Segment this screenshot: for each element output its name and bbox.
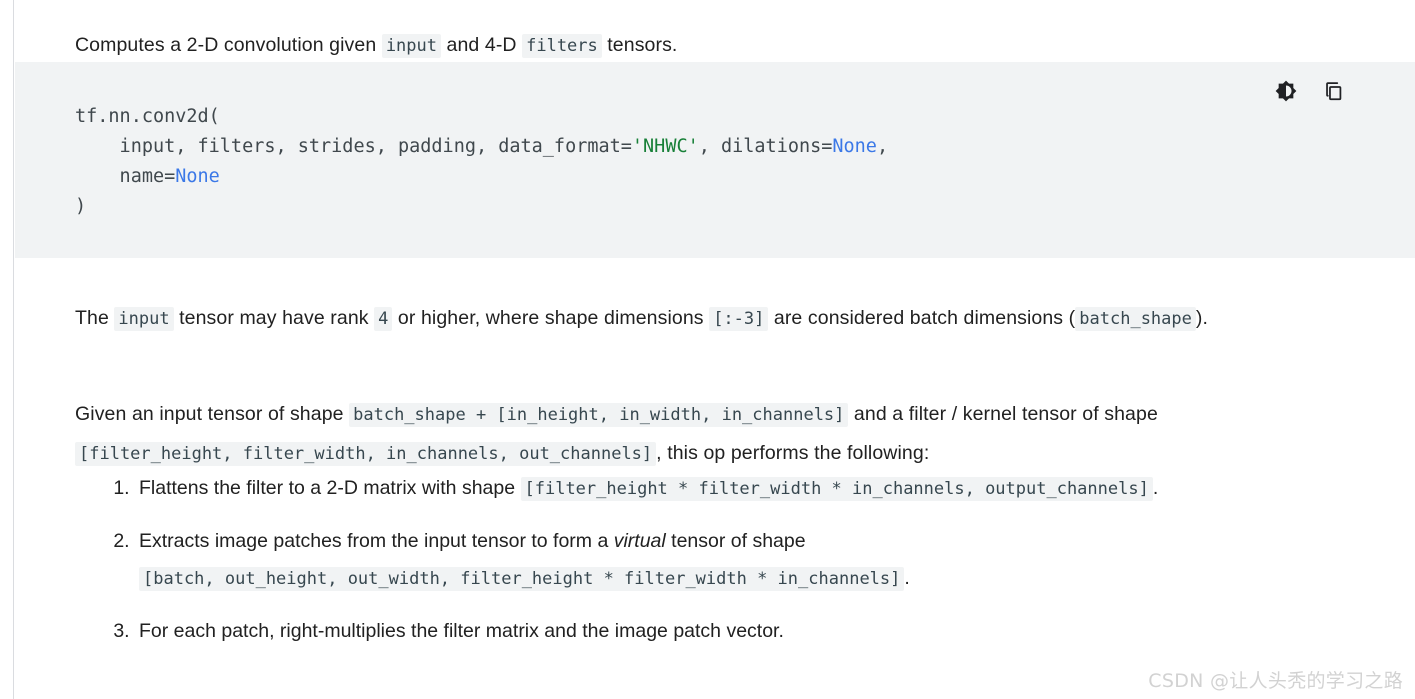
intro-text-before: Computes a 2-D convolution given [75,33,382,56]
list-item: Flattens the filter to a 2-D matrix with… [135,470,1415,508]
code-line-1: tf.nn.conv2d( [75,106,220,127]
rank-text-2: tensor may have rank [173,306,375,329]
step-2-text-3: . [904,567,910,589]
rank-text-3: or higher, where shape dimensions [392,306,710,329]
shape-text-2: and a filter / kernel tensor of shape [848,402,1158,425]
code-keyword-none-2: None [175,166,220,187]
inline-code-flatten-shape: [filter_height * filter_width * in_chann… [520,477,1153,501]
rank-text-1: The [75,306,115,329]
intro-paragraph: Computes a 2-D convolution given input a… [75,26,1375,65]
code-string-nhwc: 'NHWC' [631,136,699,157]
inline-code-slice: [:-3] [709,306,769,331]
step-1-text-2: . [1152,477,1159,499]
csdn-watermark: CSDN @让人头秃的学习之路 [1148,670,1403,692]
steps-list: Flattens the filter to a 2-D matrix with… [75,470,1415,665]
code-line-4: ) [75,196,87,217]
list-item: For each patch, right-multiplies the fil… [135,613,1415,650]
code-line-2-tail: , [876,136,889,157]
shape-text-1: Given an input tensor of shape [75,402,350,425]
code-block: tf.nn.conv2d( input, filters, strides, p… [15,62,1415,258]
inline-code-input-2: input [114,306,174,331]
intro-text-middle: and 4-D [441,33,523,56]
inline-code-filter-shape: [filter_height, filter_width, in_channel… [75,441,657,466]
inline-code-filters: filters [522,33,602,58]
inline-code-rank-4: 4 [374,306,393,331]
brightness-icon[interactable] [1273,78,1299,104]
inline-code-patches-shape: [batch, out_height, out_width, filter_he… [139,567,905,591]
content-left-rule [13,0,14,699]
rank-text-4: are considered batch dimensions ( [768,306,1076,329]
code-line-3-name: name= [75,166,176,187]
copy-icon[interactable] [1321,78,1347,104]
step-1-text-1: Flattens the filter to a 2-D matrix with… [139,477,521,499]
inline-code-input-shape: batch_shape + [in_height, in_width, in_c… [349,402,849,427]
step-2-text-2: tensor of shape [665,530,806,552]
inline-code-input: input [381,33,441,58]
list-item: Extracts image patches from the input te… [135,523,1415,598]
paragraph-rank: The input tensor may have rank 4 or high… [75,299,1385,338]
intro-text-after: tensors. [601,33,678,56]
code-line-2-args: input, filters, strides, padding, data_f… [75,136,632,157]
paragraph-shape: Given an input tensor of shape batch_sha… [75,395,1395,473]
step-2-text-1: Extracts image patches from the input te… [139,530,614,552]
inline-code-batch-shape: batch_shape [1075,306,1196,331]
code-line-2-dilations: , dilations= [698,136,833,157]
code-block-actions [1273,78,1347,104]
shape-text-3: , this op performs the following: [656,441,930,464]
step-3-text-1: For each patch, right-multiplies the fil… [139,620,784,642]
step-2-emphasis: virtual [613,530,666,552]
rank-text-5: ). [1195,306,1208,329]
code-keyword-none-1: None [832,136,877,157]
code-sample[interactable]: tf.nn.conv2d( input, filters, strides, p… [75,102,888,222]
